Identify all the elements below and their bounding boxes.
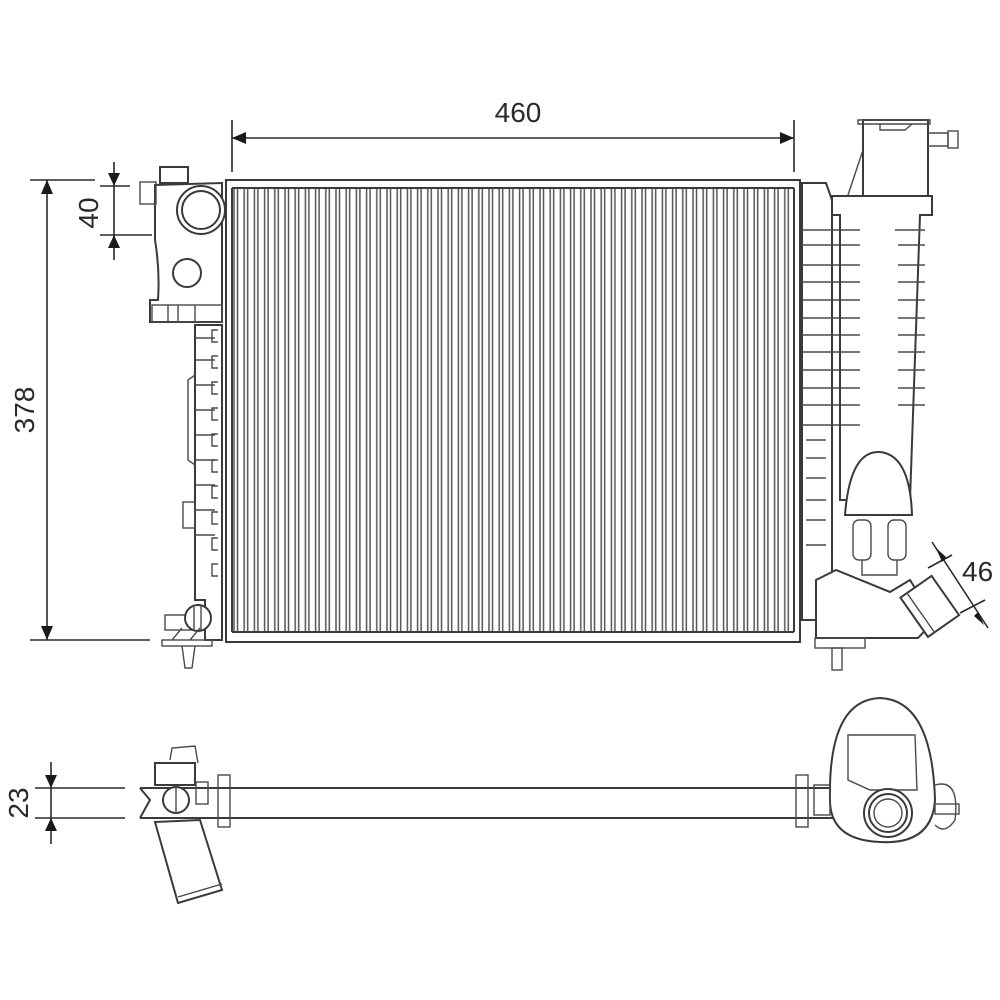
dimension-width: 460 — [231, 97, 795, 172]
top-outlet-label: 40 — [73, 197, 104, 228]
dimension-top-outlet: 40 — [73, 162, 152, 260]
front-view — [139, 119, 961, 671]
dimension-thickness: 23 — [3, 762, 125, 844]
dimension-bottom-outlet: 46 — [927, 541, 993, 629]
right-tank — [801, 119, 961, 671]
thickness-label: 23 — [3, 787, 34, 818]
left-tank — [139, 166, 226, 669]
top-view — [139, 696, 960, 905]
height-label: 378 — [9, 387, 40, 434]
bottom-outlet-label: 46 — [962, 556, 993, 587]
dimension-height: 378 — [9, 179, 150, 641]
width-label: 460 — [495, 97, 542, 128]
radiator-core — [225, 179, 801, 643]
